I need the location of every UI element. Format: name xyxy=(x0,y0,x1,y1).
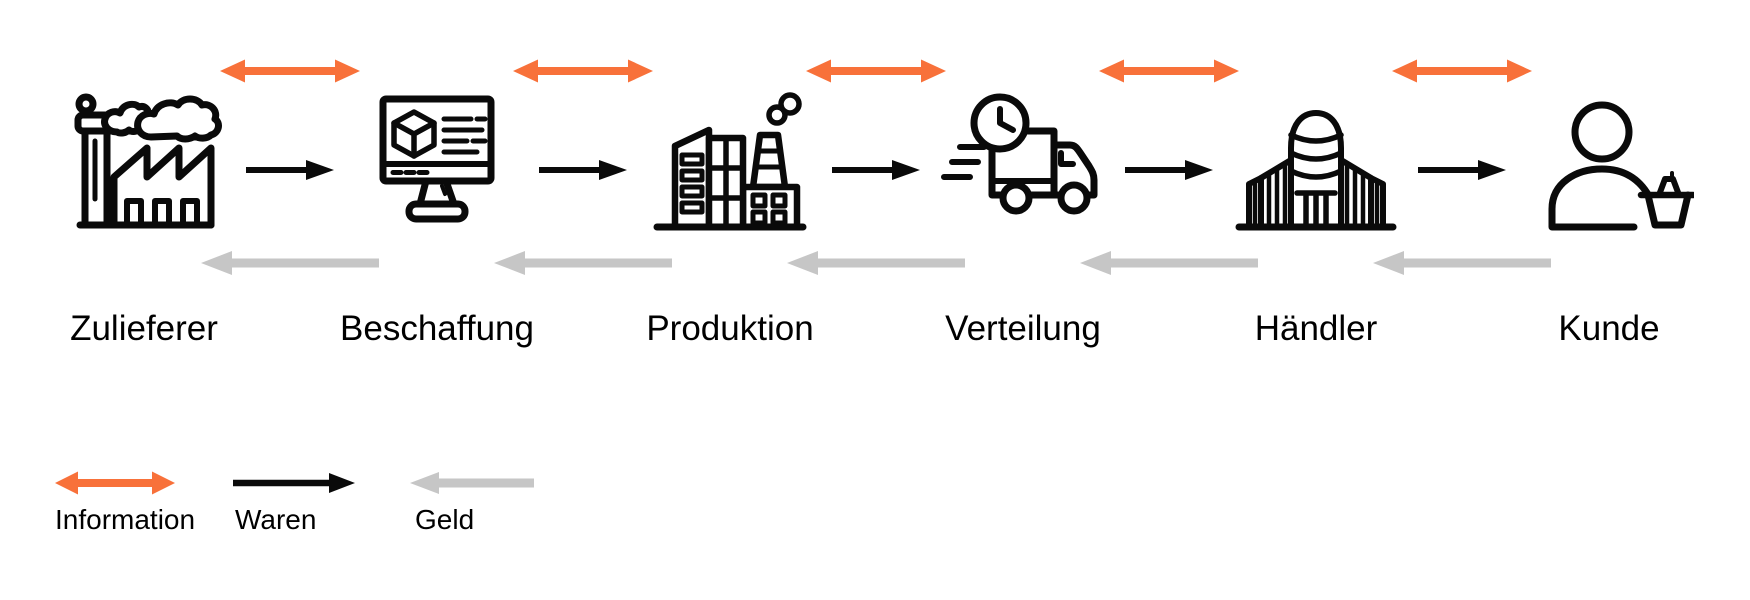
money-arrow-5 xyxy=(1373,250,1551,276)
money-arrow-2 xyxy=(494,250,672,276)
information-arrow-2 xyxy=(513,58,653,84)
money-arrow-1 xyxy=(201,250,379,276)
stage-label-kunde: Kunde xyxy=(1558,309,1660,348)
information-arrow-5 xyxy=(1392,58,1532,84)
factory-icon xyxy=(74,93,222,229)
customer-with-basket-icon xyxy=(1548,101,1694,231)
legend-information-arrow-icon xyxy=(55,470,175,496)
legend-label-information: Information xyxy=(55,504,196,535)
stage-label-produktion: Produktion xyxy=(646,309,814,348)
production-plant-icon xyxy=(653,92,807,231)
stage-label-haendler: Händler xyxy=(1254,309,1378,348)
stage-label-beschaffung: Beschaffung xyxy=(340,309,534,348)
stage-label-zulieferer: Zulieferer xyxy=(70,309,218,348)
money-arrow-3 xyxy=(787,250,965,276)
information-arrow-3 xyxy=(806,58,946,84)
delivery-truck-icon xyxy=(941,93,1098,215)
money-arrow-4 xyxy=(1080,250,1258,276)
stage-label-verteilung: Verteilung xyxy=(945,309,1101,348)
information-arrow-1 xyxy=(220,58,360,84)
legend-geld-arrow-icon xyxy=(410,471,534,495)
legend-waren-arrow-icon xyxy=(233,472,355,494)
goods-arrow-1 xyxy=(246,159,334,181)
goods-arrow-3 xyxy=(832,159,920,181)
legend-label-waren: Waren xyxy=(235,504,317,535)
legend-label-geld: Geld xyxy=(415,504,475,535)
store-building-icon xyxy=(1235,110,1397,231)
information-arrow-4 xyxy=(1099,58,1239,84)
computer-monitor-icon xyxy=(379,95,495,223)
goods-arrow-2 xyxy=(539,159,627,181)
goods-arrow-5 xyxy=(1418,159,1506,181)
goods-arrow-4 xyxy=(1125,159,1213,181)
